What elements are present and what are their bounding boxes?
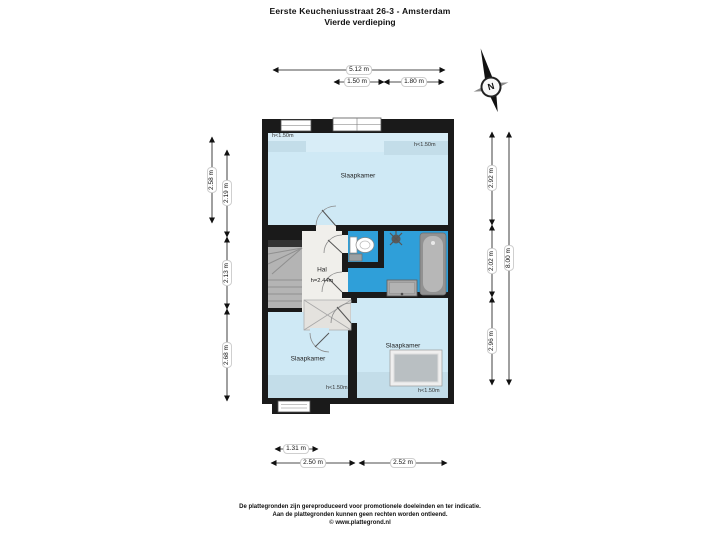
title-block: Eerste Keucheniusstraat 26-3 - Amsterdam… [0, 6, 720, 28]
dim-right-seg-2: 2.02 m [487, 248, 497, 274]
bedroom-top-label: Slaapkamer [340, 172, 376, 180]
dim-left-seg-2: 2.13 m [222, 260, 232, 286]
dim-bottom-seg-2: 2.52 m [390, 458, 416, 468]
bedroom-top-height-note-right: h<1.50m [414, 142, 436, 148]
bedroom-bottom-left-height-note: h<1.50m [326, 385, 348, 391]
dim-right-seg-3: 2.96 m [487, 328, 497, 354]
bathtub-icon [419, 232, 447, 296]
window-bottom-dormer [277, 400, 311, 413]
footer-line-2: Aan de plattegronden kunnen geen rechten… [272, 512, 448, 518]
dim-bottom-upper: 1.31 m [283, 444, 309, 454]
footer-disclaimer: De plattegronden zijn gereproduceerd voo… [0, 503, 720, 527]
hall-height-note: h=2.44m [310, 278, 334, 284]
door-wc [323, 234, 348, 254]
dim-left-seg-1: 2.19 m [222, 180, 232, 206]
skylight-icon [389, 349, 443, 387]
shower-icon [389, 231, 403, 246]
page-title: Eerste Keucheniusstraat 26-3 - Amsterdam [269, 6, 451, 16]
stair-void [303, 299, 352, 331]
dim-top-seg-2: 1.80 m [401, 77, 427, 87]
bedroom-top-low-left [268, 141, 306, 152]
window-top-left [280, 119, 312, 132]
compass-icon [473, 48, 509, 113]
toilet-icon [349, 236, 375, 254]
door-bedroom-bottom-left [309, 328, 330, 353]
bedroom-top-height-note-left: h<1.50m [272, 133, 294, 139]
page-subtitle: Vierde verdieping [324, 17, 396, 27]
dim-right-seg-1: 2.92 m [487, 165, 497, 191]
bedroom-bottom-right-label: Slaapkamer [385, 342, 421, 350]
dim-right-total: 8.00 m [504, 245, 514, 271]
wc-sink-icon [348, 253, 363, 262]
washing-machine-icon [386, 279, 418, 297]
footer-copyright: © www.plattegrond.nl [329, 520, 391, 526]
door-bedroom-bottom-right [330, 302, 357, 324]
dim-top-seg-1: 1.50 m [344, 77, 370, 87]
hall-label: Hal [317, 266, 327, 274]
dim-bottom-seg-1: 2.50 m [300, 458, 326, 468]
dim-top-total: 5.12 m [346, 65, 372, 75]
door-bedroom-top [315, 205, 337, 231]
bedroom-bottom-right-height-note: h<1.50m [418, 388, 440, 394]
bedroom-bottom-left-label: Slaapkamer [290, 355, 326, 363]
window-top-center [332, 117, 382, 132]
door-bathroom [321, 271, 348, 293]
staircase [267, 240, 303, 308]
dim-left-seg-3: 2.68 m [222, 342, 232, 368]
bedroom-bottom-left-low [268, 375, 348, 398]
footer-line-1: De plattegronden zijn gereproduceerd voo… [239, 504, 481, 510]
dim-left-outer: 2.58 m [207, 167, 217, 193]
bedroom-top-low-right [384, 141, 448, 155]
